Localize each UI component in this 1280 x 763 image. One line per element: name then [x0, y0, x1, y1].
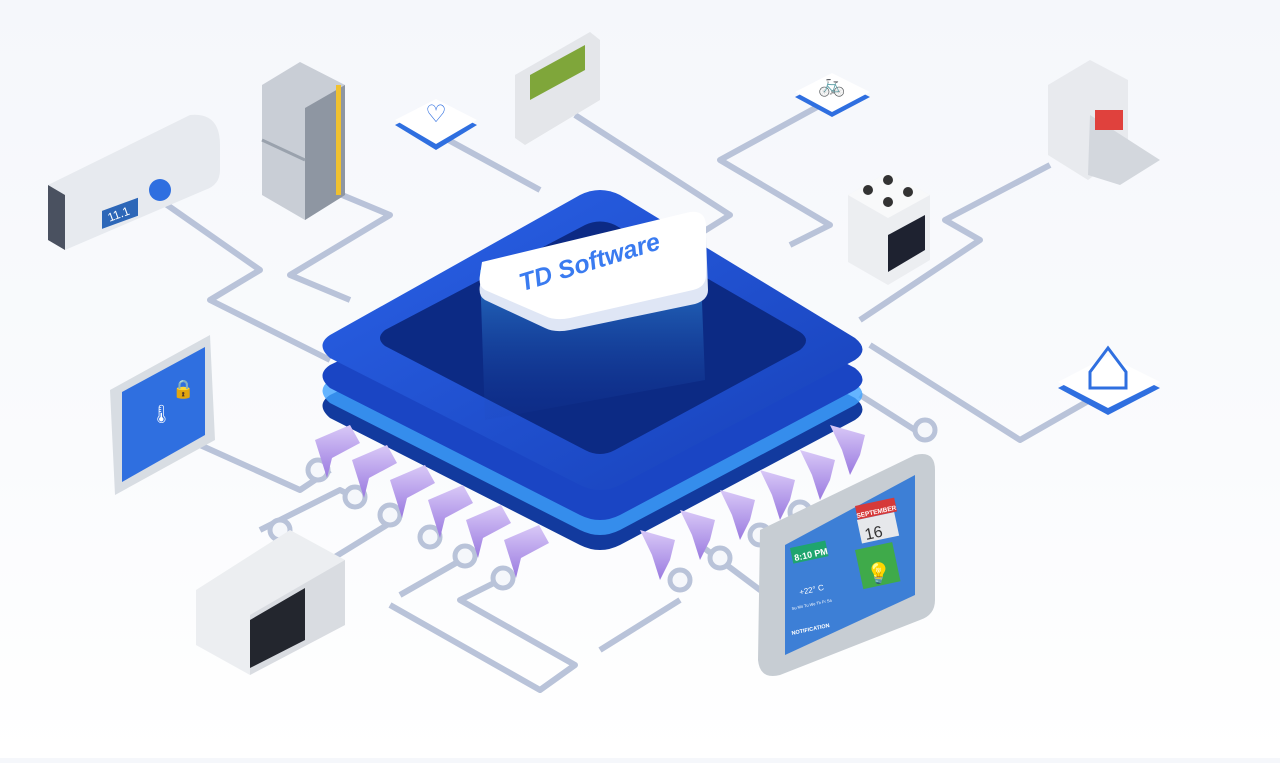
stove: [848, 172, 930, 285]
lock-icon: 🔒: [172, 379, 194, 399]
cycling-tile: 🚲: [795, 72, 870, 117]
health-tile: ♡: [395, 99, 477, 150]
air-conditioner: 11.1: [48, 114, 220, 250]
refrigerator: [261, 62, 345, 220]
smart-panel-tablet: 8:10 PM SEPTEMBER 16 💡 +22° C Su Mo Tu W…: [758, 454, 935, 676]
wall-control-tablet: 🌡 🔒: [110, 335, 215, 495]
bicycle-icon: 🚲: [818, 72, 845, 97]
dishwasher: [1048, 60, 1160, 185]
thermometer-icon: 🌡: [150, 404, 173, 424]
chip-pins: [315, 425, 865, 580]
heart-health-icon: ♡: [425, 101, 447, 128]
trace-pads: [267, 417, 938, 593]
smart-home-tile: [1058, 345, 1160, 415]
microwave: [196, 530, 345, 675]
lightbulb-icon: 💡: [866, 561, 891, 585]
home-icon: [1088, 345, 1128, 390]
software-card: TD Software: [479, 211, 708, 332]
circuit-traces: [158, 97, 1092, 693]
thermostat: [515, 32, 600, 145]
panel-day: 16: [863, 524, 884, 544]
wifi-icon: [149, 179, 171, 201]
